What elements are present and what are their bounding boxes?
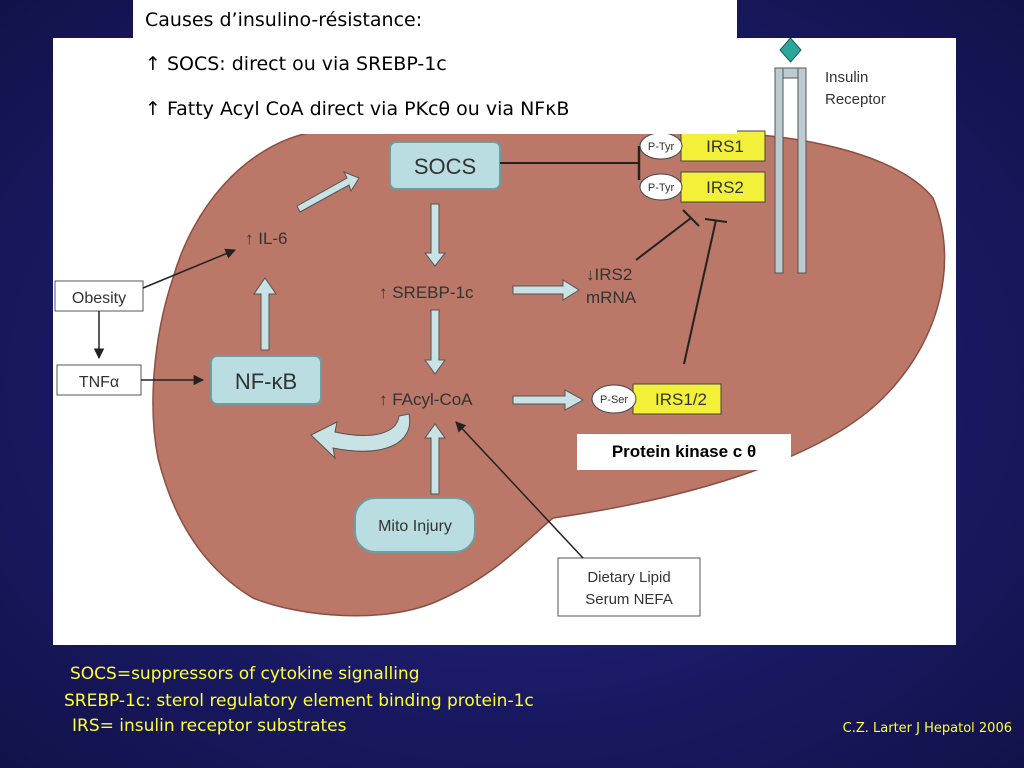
dietary-line2: Serum NEFA	[585, 591, 673, 608]
socs-label: SOCS	[414, 154, 476, 179]
mito-box	[354, 497, 476, 553]
arrow-facyl-irs12	[512, 389, 585, 411]
pkc-inhibit-bar	[704, 218, 728, 223]
footnote-srebp: SREBP-1c: sterol regulatory element bind…	[64, 691, 534, 711]
dietary-line1: Dietary Lipid	[587, 569, 670, 586]
obesity-label: Obesity	[72, 290, 126, 307]
irs2mrna-inhibit-line	[635, 217, 692, 261]
pser-label: P-Ser	[600, 394, 628, 406]
caption-line1: Causes d’insulino-résistance:	[145, 9, 423, 31]
protein-kinase-label: Protein kinase c θ	[577, 434, 791, 470]
irs12-label: IRS1/2	[655, 390, 707, 409]
nfkb-label: NF-κB	[235, 369, 297, 394]
socs-box	[389, 141, 501, 190]
citation: C.Z. Larter J Hepatol 2006	[842, 721, 1012, 736]
arrow-mito-facyl	[424, 423, 446, 495]
arrow-obesity-il6	[142, 248, 236, 289]
footnote-socs: SOCS=suppressors of cytokine signalling	[70, 664, 420, 684]
irs2mrna-inhibit-bar	[682, 209, 700, 227]
receptor-label-line1: Insulin	[825, 69, 868, 86]
arrow-dietary-facyl	[455, 421, 584, 559]
il6-label: ↑ IL-6	[245, 229, 288, 248]
tnf-label: TNFα	[79, 374, 119, 391]
srebp-label: ↑ SREBP-1c	[379, 283, 474, 302]
insulin-receptor-icon	[774, 38, 807, 274]
caption-line2: ↑ SOCS: direct ou via SREBP-1c	[145, 53, 447, 75]
ptyr2-oval	[639, 173, 683, 201]
nfkb-box	[210, 355, 322, 405]
diagram-panel: Insulin Receptor SOCS IRS1 P-Tyr IRS2 P-…	[53, 38, 956, 645]
arrow-facyl-nfkb	[310, 413, 411, 460]
footnote-irs: IRS= insulin receptor substrates	[72, 716, 347, 736]
tnf-box	[56, 364, 142, 396]
irs1-label: IRS1	[706, 137, 744, 156]
caption-line3: ↑ Fatty Acyl CoA direct via PKcθ ou via …	[145, 98, 570, 120]
arrow-srebp-facyl	[424, 309, 446, 375]
dietary-box	[557, 557, 701, 617]
ptyr2-label: P-Tyr	[648, 182, 675, 194]
obesity-box	[54, 280, 144, 312]
irs2-label: IRS2	[706, 178, 744, 197]
irs12-box	[632, 383, 722, 415]
arrow-socs-srebp	[423, 203, 447, 267]
pser-oval	[591, 384, 637, 414]
receptor-label-line2: Receptor	[825, 91, 886, 108]
irs2-box	[680, 171, 766, 203]
arrow-il6-socs	[296, 171, 360, 213]
ptyr1-label: P-Tyr	[648, 141, 675, 153]
facyl-label: ↑ FAcyl-CoA	[379, 390, 473, 409]
arrow-srebp-irs2mrna	[512, 279, 580, 301]
pathway-diagram: Insulin Receptor SOCS IRS1 P-Tyr IRS2 P-…	[54, 38, 946, 617]
arrow-nfkb-il6	[253, 277, 277, 351]
irs2-mrna-line2: mRNA	[586, 288, 637, 307]
pkc-inhibit-line	[683, 219, 717, 365]
mito-label: Mito Injury	[378, 518, 452, 535]
caption-box: Causes d’insulino-résistance: ↑ SOCS: di…	[133, 0, 737, 134]
irs2-mrna-line1: ↓IRS2	[586, 265, 632, 284]
